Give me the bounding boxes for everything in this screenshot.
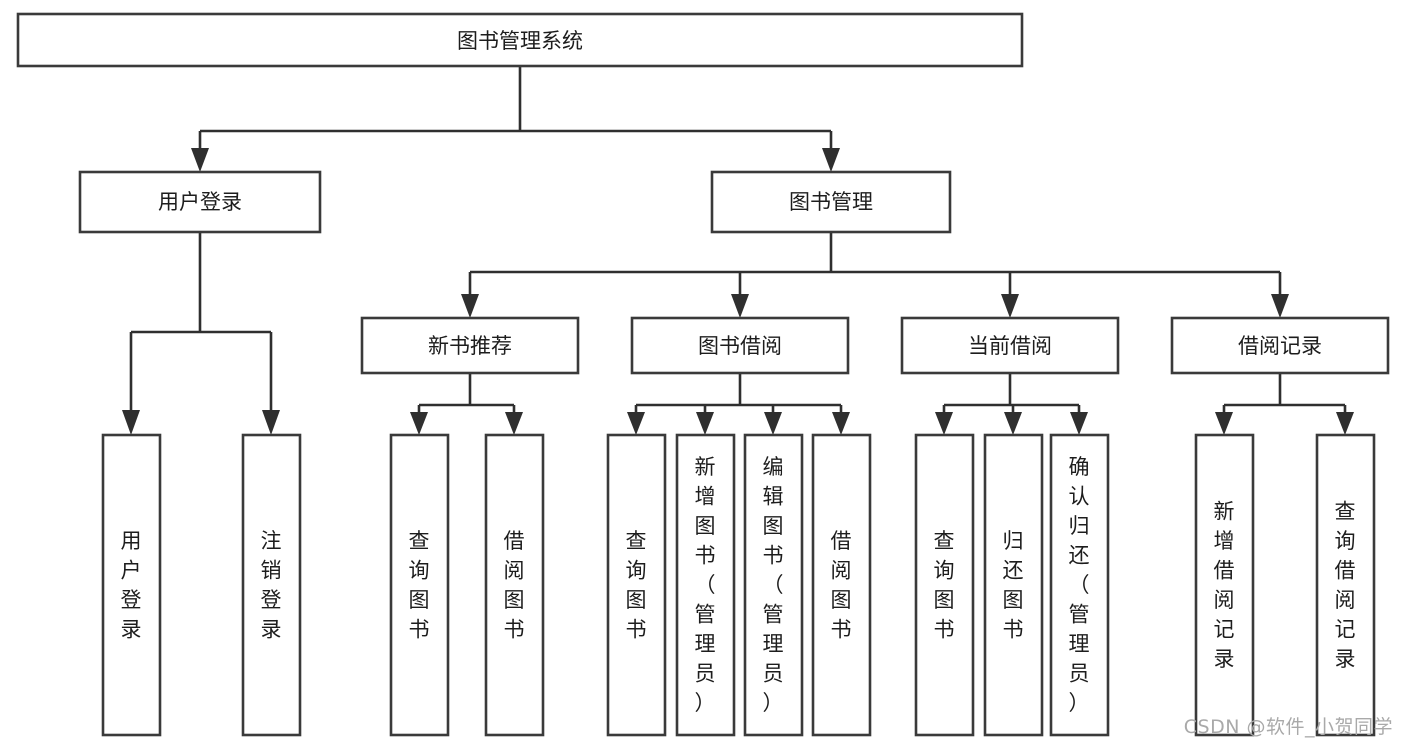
leaf-current-borrow-confirm[interactable]: 确认归还（管理员） [1049, 433, 1110, 737]
node-user-login[interactable]: 用户登录 [78, 170, 322, 234]
leaf-current-borrow-return-box [983, 433, 1044, 737]
arrow-leaf-borrow-record-1 [1215, 412, 1233, 435]
node-new-book-recommend-box [360, 316, 580, 375]
leaf-new-book-borrow-label: 借阅图书 [504, 529, 525, 642]
leaf-book-borrow-edit-label: 编辑图书（管理员） [763, 455, 784, 715]
leaf-book-borrow-query-label: 查询图书 [626, 529, 647, 642]
leaf-new-book-query-label: 查询图书 [409, 529, 430, 642]
arrow-leaf-user-login-2 [262, 410, 280, 435]
node-book-borrow[interactable]: 图书借阅 [630, 316, 850, 375]
leaf-book-borrow-add[interactable]: 新增图书（管理员） [675, 433, 736, 737]
leaf-book-borrow-borrow[interactable]: 借阅图书 [811, 433, 872, 737]
arrow-level3-current-borrow [1001, 294, 1019, 318]
node-book-manage-box [710, 170, 952, 234]
leaf-book-borrow-query-box [606, 433, 667, 737]
node-new-book-recommend-label: 新书推荐 [428, 334, 512, 358]
node-root-box [16, 12, 1024, 68]
node-book-borrow-label: 图书借阅 [698, 334, 782, 358]
leaf-book-borrow-borrow-label: 借阅图书 [831, 529, 852, 642]
arrow-leaf-user-login-1 [122, 410, 140, 435]
leaf-borrow-record-query-label: 查询借阅记录 [1335, 499, 1356, 671]
arrow-level2-user-login [191, 148, 209, 172]
arrow-level3-borrow-record [1271, 294, 1289, 318]
leaf-borrow-record-query[interactable]: 查询借阅记录 [1315, 433, 1376, 737]
leaf-book-borrow-add-box [675, 433, 736, 737]
arrow-level2-book-manage [822, 148, 840, 172]
arrow-leaf-book-borrow-1 [627, 412, 645, 435]
arrow-leaf-book-borrow-3 [764, 412, 782, 435]
arrow-leaf-new-book-1 [410, 412, 428, 435]
leaf-book-borrow-edit[interactable]: 编辑图书（管理员） [743, 433, 804, 737]
connector-layer [122, 66, 1354, 435]
leaf-new-book-borrow[interactable]: 借阅图书 [484, 433, 545, 737]
leaf-new-book-borrow-box [484, 433, 545, 737]
arrow-leaf-book-borrow-2 [696, 412, 714, 435]
leaf-current-borrow-return-label: 归还图书 [1003, 529, 1024, 642]
leaf-user-login-logout-label: 注销登录 [261, 529, 282, 642]
leaf-user-login-login-box [101, 433, 162, 737]
arrow-leaf-book-borrow-4 [832, 412, 850, 435]
leaf-borrow-record-add-box [1194, 433, 1255, 737]
node-root-system[interactable]: 图书管理系统 [16, 12, 1024, 68]
leaf-current-borrow-confirm-label: 确认归还（管理员） [1069, 455, 1090, 715]
leaf-borrow-record-add[interactable]: 新增借阅记录 [1194, 433, 1255, 737]
leaf-borrow-record-add-label: 新增借阅记录 [1214, 499, 1235, 671]
arrow-leaf-current-borrow-2 [1004, 412, 1022, 435]
arrow-leaf-current-borrow-1 [935, 412, 953, 435]
node-borrow-record-box [1170, 316, 1390, 375]
leaf-new-book-query[interactable]: 查询图书 [389, 433, 450, 737]
node-book-manage-label: 图书管理 [789, 190, 873, 214]
leaf-book-borrow-borrow-box [811, 433, 872, 737]
node-current-borrow-box [900, 316, 1120, 375]
leaf-new-book-query-box [389, 433, 450, 737]
arrow-leaf-new-book-2 [505, 412, 523, 435]
node-book-manage[interactable]: 图书管理 [710, 170, 952, 234]
arrow-leaf-borrow-record-2 [1336, 412, 1354, 435]
node-user-login-box [78, 170, 322, 234]
node-new-book-recommend[interactable]: 新书推荐 [360, 316, 580, 375]
leaf-current-borrow-query-box [914, 433, 975, 737]
arrow-leaf-current-borrow-3 [1070, 412, 1088, 435]
leaf-user-login-login[interactable]: 用户登录 [101, 433, 162, 737]
node-borrow-record-label: 借阅记录 [1238, 334, 1322, 358]
leaf-user-login-logout[interactable]: 注销登录 [241, 433, 302, 737]
node-current-borrow-label: 当前借阅 [968, 334, 1052, 358]
leaf-current-borrow-query[interactable]: 查询图书 [914, 433, 975, 737]
leaf-book-borrow-edit-box [743, 433, 804, 737]
leaf-user-login-logout-box [241, 433, 302, 737]
node-borrow-record[interactable]: 借阅记录 [1170, 316, 1390, 375]
node-root-label: 图书管理系统 [457, 29, 583, 53]
leaf-borrow-record-query-box [1315, 433, 1376, 737]
leaf-book-borrow-query[interactable]: 查询图书 [606, 433, 667, 737]
node-user-login-label: 用户登录 [158, 190, 242, 214]
node-book-borrow-box [630, 316, 850, 375]
leaf-current-borrow-query-label: 查询图书 [934, 529, 955, 642]
leaf-user-login-login-label: 用户登录 [121, 529, 142, 642]
leaf-current-borrow-confirm-box [1049, 433, 1110, 737]
leaf-book-borrow-add-label: 新增图书（管理员） [695, 455, 716, 715]
arrow-level3-book-borrow [731, 294, 749, 318]
node-current-borrow[interactable]: 当前借阅 [900, 316, 1120, 375]
arrow-level3-new-book [461, 294, 479, 318]
leaf-current-borrow-return[interactable]: 归还图书 [983, 433, 1044, 737]
